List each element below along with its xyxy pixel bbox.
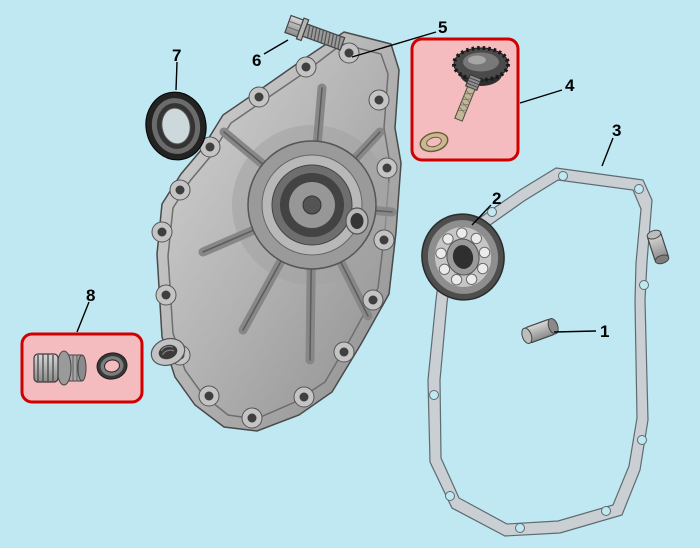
leader-line-2 [471,204,492,226]
part-label-3[interactable]: 3 [612,121,621,140]
part-label-5[interactable]: 5 [438,18,447,37]
part-label-6[interactable]: 6 [252,51,261,70]
part-8-washer [96,352,128,380]
pin-end [646,229,662,240]
part-8-drain-plug [33,350,87,386]
seal-bore [161,107,191,145]
bearing-balls [435,227,491,286]
leader-line-3 [601,137,614,167]
leader-line-5 [351,31,437,58]
cover-bolt-bosses [151,42,398,429]
part-label-8[interactable]: 8 [86,286,95,305]
dowel-pin-secondary[interactable] [646,229,670,266]
bolt-threads [306,25,341,49]
leader-line-8 [76,301,90,333]
pin-end [654,254,670,265]
leader-line-1 [553,330,597,333]
bolt-head-facet [288,20,302,27]
pin-end [547,318,559,335]
bearing-bore [452,245,474,269]
part-1-dowel-pin[interactable] [520,317,560,345]
bolt-head-facet [286,26,300,32]
part-6-flange-bolt[interactable] [284,14,346,55]
part-labels: 1 2 3 4 5 6 7 8 [86,18,621,341]
part-label-2[interactable]: 2 [492,189,501,208]
part-8-highlight-group[interactable] [20,332,144,404]
part-4-highlight-group[interactable] [410,37,520,162]
pin-end [521,327,533,344]
leader-line-4 [519,89,563,104]
cover-drain-boss [150,337,186,367]
part-5-crankcase-cover[interactable] [148,31,402,432]
bolt-shank [301,23,346,51]
part-4-seal-ring [419,131,449,153]
part-7-oil-seal[interactable] [141,87,212,164]
leader-line-6 [263,39,289,55]
part-4-dipstick [452,46,510,122]
leader-lines [76,31,614,333]
cover-center-boss [247,140,377,270]
part-label-7[interactable]: 7 [172,46,181,65]
part-label-1[interactable]: 1 [600,322,609,341]
cover-filler-boss [345,207,369,235]
part-label-4[interactable]: 4 [565,76,575,95]
leader-line-7 [175,61,178,91]
part-2-ball-bearing[interactable] [414,206,512,307]
